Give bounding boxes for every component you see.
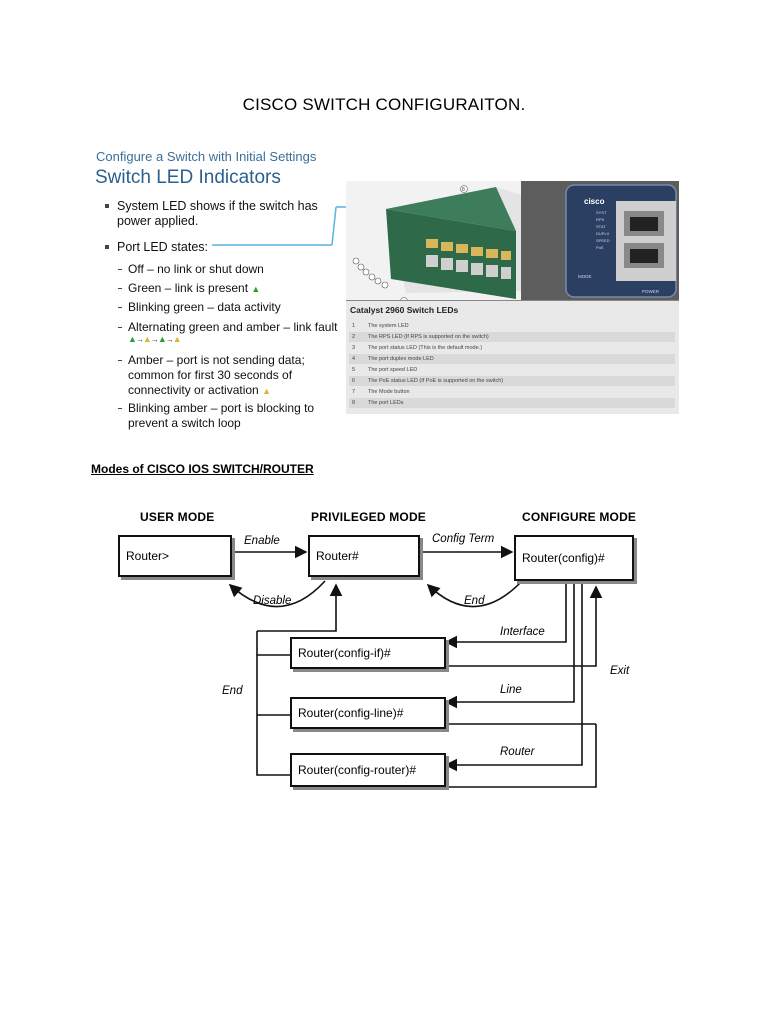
user-mode-title: USER MODE [140,510,215,524]
led-label-list: SYST RPS STAT DUPLX SPEED PoE [596,210,610,250]
diagram-arrows [228,545,603,788]
document-title: CISCO SWITCH CONFIGURAITON. [242,95,526,114]
state-green: Green – link is present ▲ [118,281,261,297]
modes-heading: Modes of CISCO IOS SWITCH/ROUTER [91,462,314,476]
user-mode-box: Router> [118,535,232,577]
bullet-system-led: System LED shows if the switch has power… [105,199,318,229]
svg-text:8: 8 [462,187,465,193]
line-label: Line [500,684,522,696]
state-alternating: Alternating green and amber – link fault [118,320,337,335]
slide-subtitle: Configure a Switch with Initial Settings [96,149,317,164]
amber-triangle-icon: ▲ [262,386,271,396]
privileged-mode-box: Router# [308,535,420,577]
end-left-label: End [222,685,243,697]
state-off: Off – no link or shut down [118,262,264,277]
slide-heading: Switch LED Indicators [95,167,281,188]
alternating-triangles-icon: ▲→▲→▲→▲ [128,334,182,344]
config-router-box: Router(config-router)# [290,753,446,787]
switch-illustration: 8 [346,181,679,305]
router-label: Router [500,746,535,758]
legend-title: Catalyst 2960 Switch LEDs [350,305,459,315]
mode-button-label: MODE [578,274,592,279]
power-label: POWER [642,289,660,294]
configure-mode-title: CONFIGURE MODE [522,510,637,524]
config-term-label: Config Term [432,533,495,545]
config-if-box: Router(config-if)# [290,637,446,669]
exit-label: Exit [610,665,630,677]
bullet-port-led-states: Port LED states: [105,240,208,255]
ios-modes-diagram: USER MODE PRIVILEGED MODE CONFIGURE MODE [110,505,650,800]
disable-label: Disable [253,595,292,607]
privileged-mode-title: PRIVILEGED MODE [311,510,427,524]
configure-mode-box: Router(config)# [514,535,634,581]
state-blinking-green: Blinking green – data activity [118,300,281,315]
config-line-box: Router(config-line)# [290,697,446,729]
cisco-logo: cisco [584,197,605,206]
state-amber: Amber – port is not sending data; common… [118,353,305,399]
enable-label: Enable [244,535,280,547]
green-triangle-icon: ▲ [251,284,261,294]
state-blinking-amber: Blinking amber – port is blocking to pre… [118,401,314,431]
led-slide: Configure a Switch with Initial Settings… [94,145,679,445]
end-top-label: End [464,595,485,607]
interface-label: Interface [500,626,545,638]
